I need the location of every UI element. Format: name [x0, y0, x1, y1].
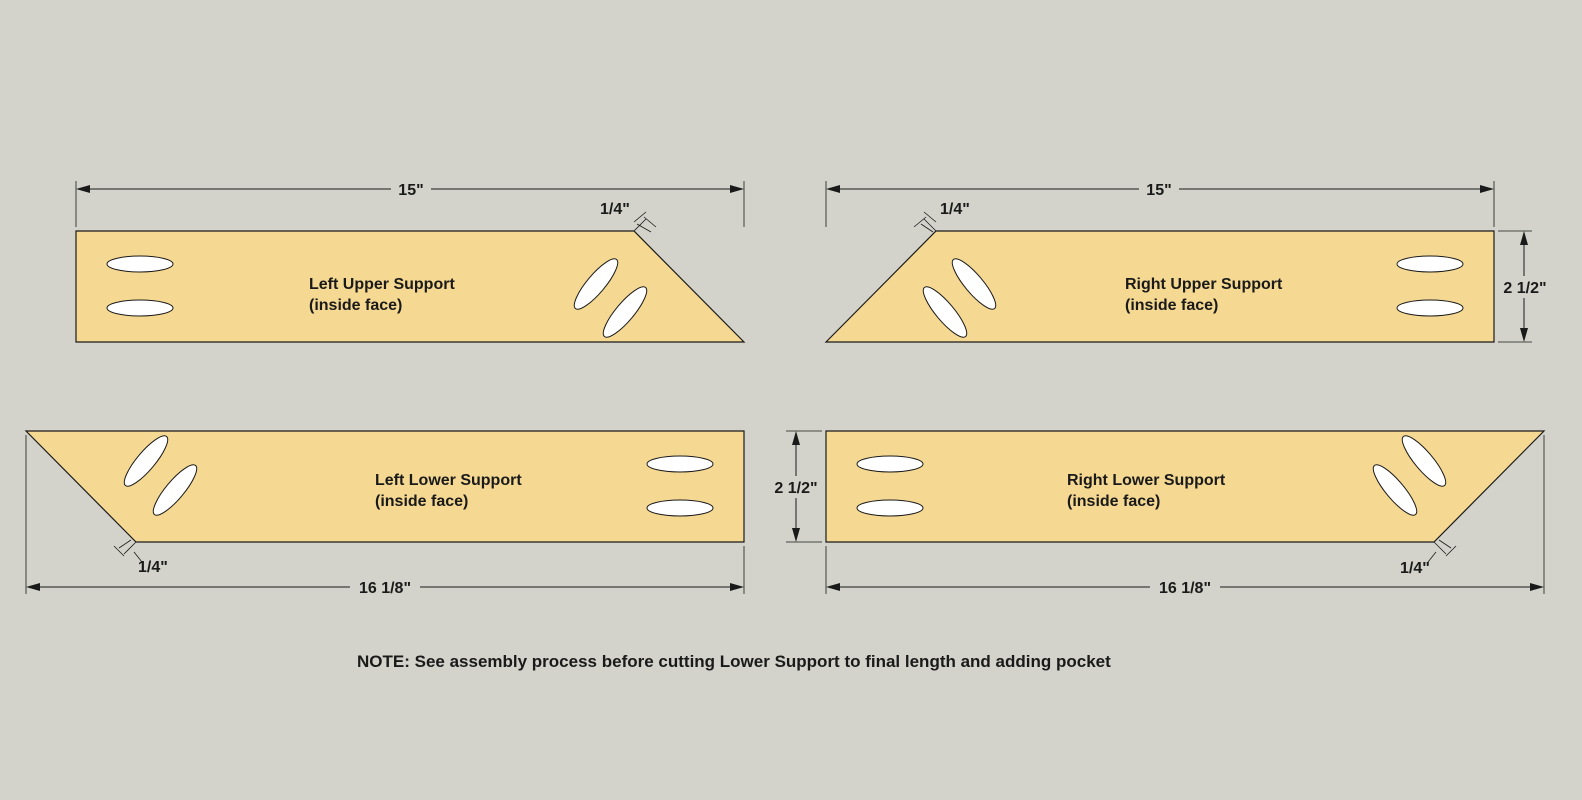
board-title: Left Lower Support	[375, 472, 522, 489]
offset-dimension: 1/4"	[1400, 539, 1457, 577]
assembly-note: NOTE: See assembly process before cuttin…	[357, 652, 1111, 671]
width-label: 2 1/2"	[1503, 280, 1546, 297]
board-subtitle: (inside face)	[309, 297, 402, 314]
length-label: 15"	[1146, 182, 1171, 199]
offset-label: 1/4"	[138, 559, 168, 576]
left-lower-support: Left Lower Support (inside face) 1/4" 16…	[24, 430, 822, 597]
board-subtitle: (inside face)	[1067, 493, 1160, 510]
length-dimension: 15"	[75, 179, 745, 227]
width-label: 2 1/2"	[774, 480, 817, 497]
pocket-hole	[1401, 435, 1447, 487]
pocket-hole	[856, 455, 924, 473]
pocket-hole	[123, 435, 169, 487]
length-label: 16 1/8"	[359, 580, 411, 597]
board-title: Left Upper Support	[309, 276, 455, 293]
board-title: Right Upper Support	[1125, 276, 1283, 293]
pocket-hole	[951, 258, 997, 310]
pocket-hole	[922, 286, 968, 338]
pocket-hole	[1396, 255, 1464, 273]
left-upper-support: Left Upper Support (inside face) 15" 1/4…	[75, 179, 746, 343]
left-upper-board	[75, 230, 746, 343]
board-subtitle: (inside face)	[375, 493, 468, 510]
length-label: 16 1/8"	[1159, 580, 1211, 597]
board-title: Right Lower Support	[1067, 472, 1226, 489]
pocket-hole	[152, 464, 198, 516]
width-dimension: 2 1/2"	[1498, 230, 1552, 343]
pocket-hole	[646, 455, 714, 473]
pocket-hole	[856, 499, 924, 517]
right-lower-support: Right Lower Support (inside face) 1/4" 1…	[825, 430, 1546, 597]
pocket-hole	[602, 286, 648, 338]
pocket-hole	[1396, 299, 1464, 317]
length-dimension: 16 1/8"	[25, 435, 745, 597]
board-subtitle: (inside face)	[1125, 297, 1218, 314]
offset-label: 1/4"	[600, 201, 630, 218]
left-lower-board	[24, 430, 745, 543]
offset-label: 1/4"	[1400, 560, 1430, 577]
pocket-hole	[106, 255, 174, 273]
pocket-hole	[573, 258, 619, 310]
pocket-hole	[106, 299, 174, 317]
length-dimension: 16 1/8"	[825, 435, 1545, 597]
offset-dimension: 1/4"	[113, 539, 168, 576]
length-dimension: 15"	[825, 179, 1495, 227]
offset-label: 1/4"	[940, 201, 970, 218]
pocket-hole	[646, 499, 714, 517]
offset-dimension: 1/4"	[913, 201, 970, 233]
length-label: 15"	[398, 182, 423, 199]
width-dimension: 2 1/2"	[768, 430, 822, 543]
offset-dimension: 1/4"	[600, 201, 657, 233]
right-upper-support: Right Upper Support (inside face) 15" 1/…	[824, 179, 1552, 343]
pocket-hole	[1372, 464, 1418, 516]
right-upper-board	[824, 230, 1495, 343]
